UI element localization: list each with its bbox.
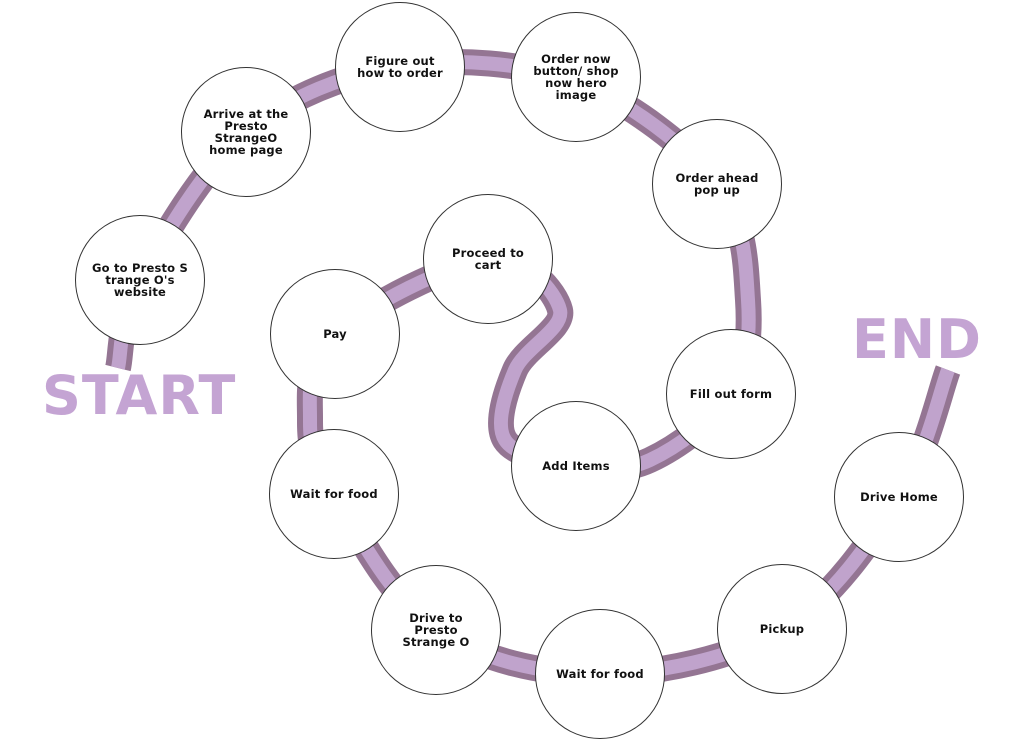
step-label: Figure out how to order [357,54,443,80]
step-wait-for-food-2: Wait for food [535,609,665,739]
end-label: END [852,308,982,371]
step-order-now-button: Order now button/ shop now hero image [511,12,641,142]
step-label: Go to Presto S trange O's website [92,261,188,299]
step-label: Pickup [759,622,805,636]
step-pay: Pay [270,269,400,399]
step-arrive-home-page: Arrive at the Presto StrangeO home page [181,67,311,197]
step-drive-home: Drive Home [834,432,964,562]
step-label: Proceed to cart [451,246,525,272]
step-label: Wait for food [290,487,378,501]
step-label: Add Items [542,459,610,473]
step-order-ahead-popup: Order ahead pop up [652,119,782,249]
step-add-items: Add Items [511,401,641,531]
step-fill-out-form: Fill out form [666,329,796,459]
step-label: Order now button/ shop now hero image [533,52,619,102]
step-label: Fill out form [689,387,773,401]
step-wait-for-food-1: Wait for food [269,429,399,559]
step-label: Drive Home [860,490,938,504]
step-label: Wait for food [556,667,644,681]
start-label: START [42,364,237,427]
step-go-to-website: Go to Presto S trange O's website [75,215,205,345]
step-proceed-to-cart: Proceed to cart [423,194,553,324]
step-pickup: Pickup [717,564,847,694]
step-drive-to-store: Drive to Presto Strange O [371,565,501,695]
step-figure-out-order: Figure out how to order [335,2,465,132]
step-label: Arrive at the Presto StrangeO home page [203,107,289,157]
step-label: Drive to Presto Strange O [402,611,470,649]
step-label: Pay [323,327,347,341]
step-label: Order ahead pop up [675,171,759,197]
